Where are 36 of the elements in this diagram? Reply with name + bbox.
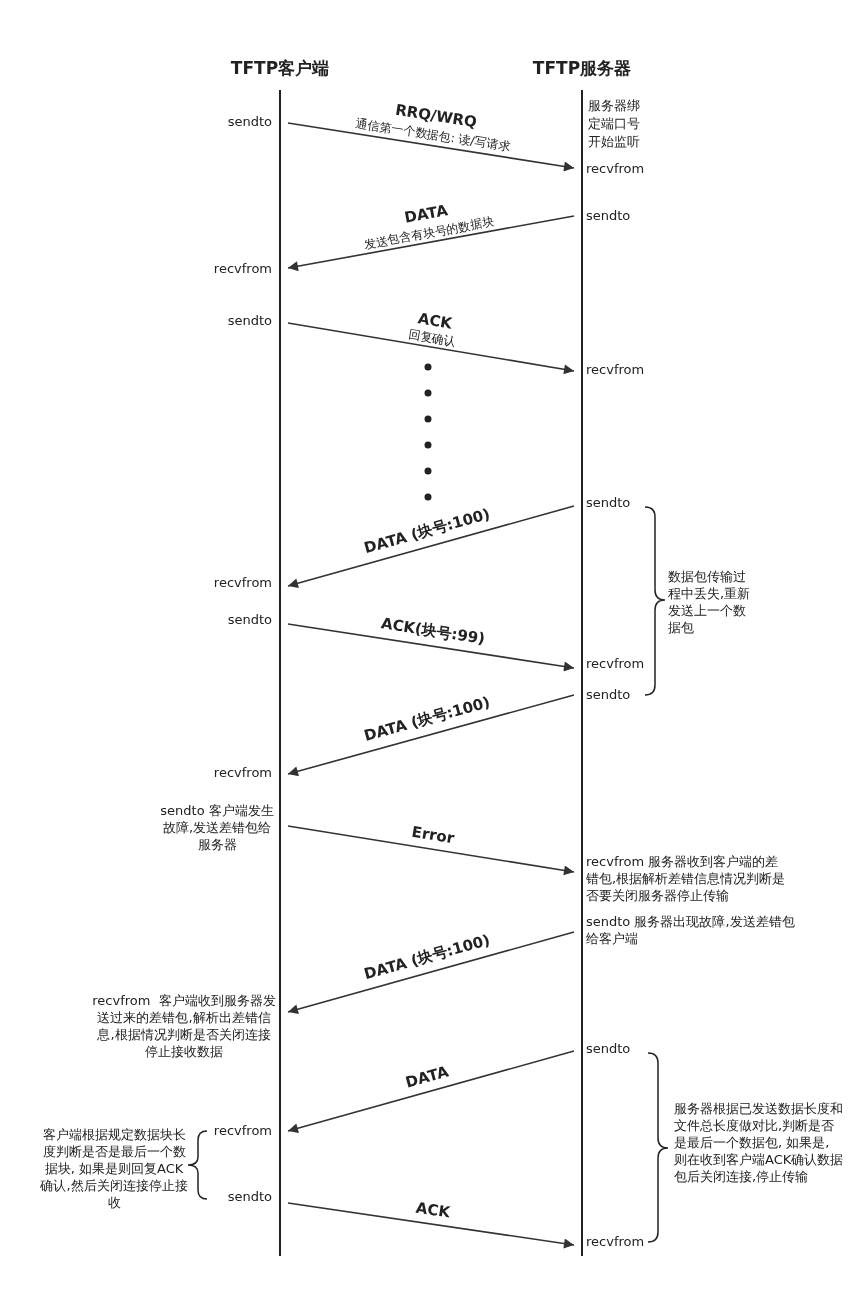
call-label: sendto 服务器出现故障,发送差错包给客户端 — [586, 914, 795, 946]
lifeline-title: TFTP服务器 — [531, 57, 633, 80]
message-arrow — [287, 825, 575, 876]
message-arrow — [287, 694, 575, 777]
call-label: sendto — [227, 114, 272, 129]
call-label: sendto — [586, 1041, 631, 1056]
call-label: recvfrom — [586, 362, 645, 377]
message-arrow — [287, 931, 575, 1015]
call-label: recvfrom — [213, 1123, 272, 1138]
lifeline-title: TFTP客户端 — [229, 57, 331, 80]
message-arrow — [287, 322, 575, 375]
call-label: recvfrom — [213, 765, 272, 780]
call-label: recvfrom — [586, 656, 645, 671]
call-label: sendto — [227, 612, 272, 627]
message-arrow — [287, 1050, 575, 1134]
message-arrow — [287, 623, 575, 672]
call-label: recvfrom 客户端收到服务器发送过来的差错包,解析出差错信息,根据情况判断是否关闭连接停止接收数据 — [92, 993, 276, 1059]
annotation-note: 客户端根据规定数据块长度判断是否是最后一个数据块, 如果是则回复ACK确认,然后关闭连接停止接收 — [40, 1126, 188, 1211]
call-label: recvfrom 服务器收到客户端的差错包,根据解析差错信息情况判断是否要关闭服务器停止传输 — [586, 854, 786, 903]
call-label: recvfrom — [586, 161, 645, 176]
call-label: recvfrom — [213, 575, 272, 590]
call-label: sendto — [586, 687, 631, 702]
call-label: recvfrom — [586, 1234, 645, 1249]
message-arrow — [287, 1202, 575, 1249]
call-label: sendto 客户端发生故障,发送差错包给服务器 — [160, 803, 274, 852]
message-arrow — [287, 122, 575, 172]
call-label: recvfrom — [213, 261, 272, 276]
message-arrow — [287, 505, 575, 589]
annotation-note: 服务器绑定端口号开始监听 — [588, 97, 641, 151]
call-label: sendto — [227, 1189, 272, 1204]
annotation-note: 数据包传输过程中丢失,重新发送上一个数据包 — [668, 568, 752, 636]
annotation-note: 服务器根据已发送数据长度和文件总长度做对比,判断是否是最后一个数据包, 如果是, 则在收到客户端ACK确认数据包后关闭连接,停止传输 — [674, 1100, 844, 1185]
message-arrow — [287, 215, 575, 272]
call-label: sendto — [227, 313, 272, 328]
call-label: sendto — [586, 495, 631, 510]
call-label: sendto — [586, 208, 631, 223]
